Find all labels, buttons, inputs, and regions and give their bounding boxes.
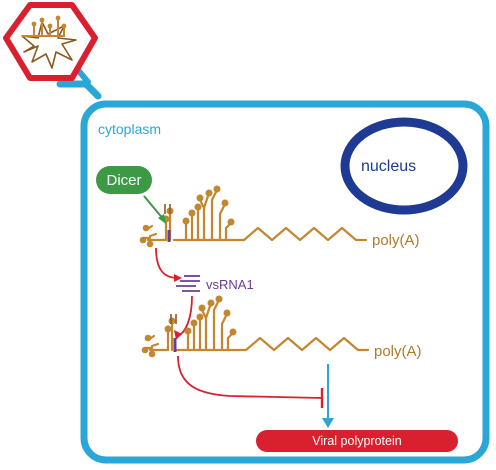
dicer-badge: Dicer xyxy=(96,166,152,194)
blue-arrow-head xyxy=(322,418,334,428)
virus-entry-notch xyxy=(75,67,91,85)
virus-entry-connector xyxy=(56,80,102,100)
polya-label-top: poly(A) xyxy=(372,232,420,249)
virus-hexagon-icon xyxy=(3,2,98,81)
nucleus-ring xyxy=(340,117,468,215)
tee-inhibition-icon xyxy=(177,355,323,399)
viral-rna-top xyxy=(139,185,368,248)
cell-boundary xyxy=(80,100,490,464)
vsrna-label: vsRNA1 xyxy=(206,277,254,292)
red-arrow-head-2 xyxy=(174,330,182,340)
cleavage-site-top xyxy=(164,204,171,214)
viral-polyprotein-badge: Viral polyprotein xyxy=(256,430,458,452)
green-arrow-icon xyxy=(143,195,165,221)
polya-label-bottom: poly(A) xyxy=(374,343,422,360)
nucleus-label: nucleus xyxy=(361,158,417,175)
red-arrow-head-1 xyxy=(174,274,182,282)
cleavage-site-bottom xyxy=(170,314,177,324)
cytoplasm-label: cytoplasm xyxy=(98,121,162,137)
vsrna-duplex xyxy=(176,275,200,292)
green-arrow-head xyxy=(158,214,166,224)
viral-rna-bottom xyxy=(141,295,370,358)
cleavage-to-vsrna-arrow xyxy=(155,247,179,279)
